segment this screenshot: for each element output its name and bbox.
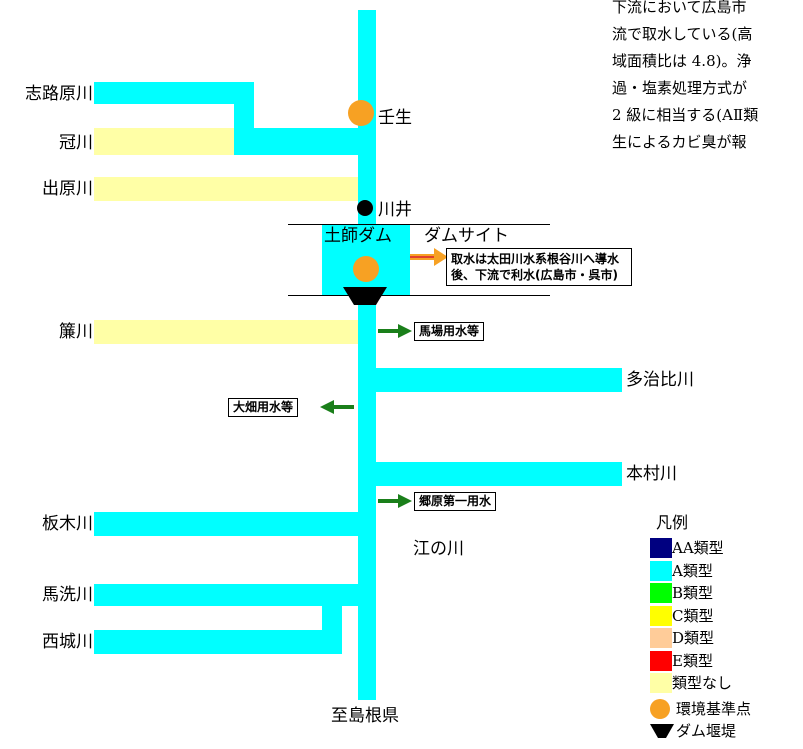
araikawa-label: 馬洗川 [42,585,93,605]
legend-swatch [650,605,672,626]
legend-weir-label: ダム堰堤 [676,722,737,740]
kawai-station-marker [357,200,373,216]
kamuri-river-bar [94,128,234,155]
legend-swatch [650,673,672,693]
kawai-label: 川井 [378,200,412,220]
legend-swatch [650,583,672,603]
note-line: 2 級に相当する(AⅡ類 [612,106,759,124]
dam-intake-arrow-icon [410,248,448,266]
dam-name-label: 土師ダム [324,226,392,246]
dam-intake-line1: 取水は太田川水系根谷川へ導水 [451,252,620,266]
legend-label: AA類型 [672,539,724,557]
legend-swatch [650,628,672,648]
legend-station-label: 環境基準点 [676,700,752,718]
kamuri-label: 冠川 [59,133,93,153]
main-river-upper [358,10,376,250]
shijibara-river-bar [94,82,254,104]
izuhara-river-bar [94,177,360,201]
saijo-river-connector [322,604,342,654]
prefecture-label: 至島根県 [331,706,399,726]
itaki-label: 板木川 [42,514,93,534]
mibu-station-marker [348,100,374,126]
itaki-river-bar [94,512,360,536]
legend-label: D類型 [672,629,715,647]
legend-label: B類型 [672,584,714,602]
note-line: 域面積比は 4.8)。浄 [612,52,752,70]
note-line: 流で取水している(高 [612,25,753,43]
legend-label: 類型なし [672,674,733,692]
note-line: 生によるカビ臭が報 [612,133,747,151]
ohata-arrow-icon [320,400,354,414]
main-river-lower [358,295,376,700]
dam-upper-line [288,224,550,225]
motomura-river-bar [370,462,622,486]
legend-swatch [650,560,672,581]
gohara-intake-box: 郷原第一用水 [414,492,497,511]
legend-swatch [650,538,672,558]
legend-swatch [650,650,672,671]
shijibara-label: 志路原川 [25,84,93,104]
tajihi-river-bar [370,368,622,392]
sudare-river-bar [94,320,360,344]
dam-station-marker [353,256,379,282]
motomura-label: 本村川 [626,464,677,484]
legend-label: A類型 [672,561,713,580]
shijibara-river-connector [234,82,254,128]
mibu-label: 壬生 [378,108,412,128]
tajihi-label: 多治比川 [626,370,694,390]
weir-icon [650,724,674,738]
sudare-label: 簾川 [59,322,93,342]
shijibara-river-join [234,128,360,155]
station-icon [650,699,670,719]
gohara-arrow-icon [378,494,412,508]
dam-intake-line2: 後、下流で利水(広島市・呉市) [451,268,618,282]
legend-label: E類型 [672,651,713,670]
dam-weir-icon [343,287,387,305]
gonokawa-label: 江の川 [413,539,464,559]
note-line: 下流において広島市 [612,0,747,16]
saijo-label: 西城川 [42,632,93,652]
dam-lower-line [288,295,550,296]
legend-title: 凡例 [656,513,689,532]
dam-intake-note: 取水は太田川水系根谷川へ導水 後、下流で利水(広島市・呉市) [446,248,633,286]
araikawa-river-bar [94,584,360,606]
legend-label: C類型 [672,606,714,625]
damsite-label: ダムサイト [424,226,509,246]
baba-arrow-icon [378,324,412,338]
ohata-intake-box: 大畑用水等 [228,398,299,417]
baba-intake-box: 馬場用水等 [414,322,485,341]
izuhara-label: 出原川 [42,179,93,199]
saijo-river-bar [94,630,342,654]
note-line: 過・塩素処理方式が [612,79,748,97]
